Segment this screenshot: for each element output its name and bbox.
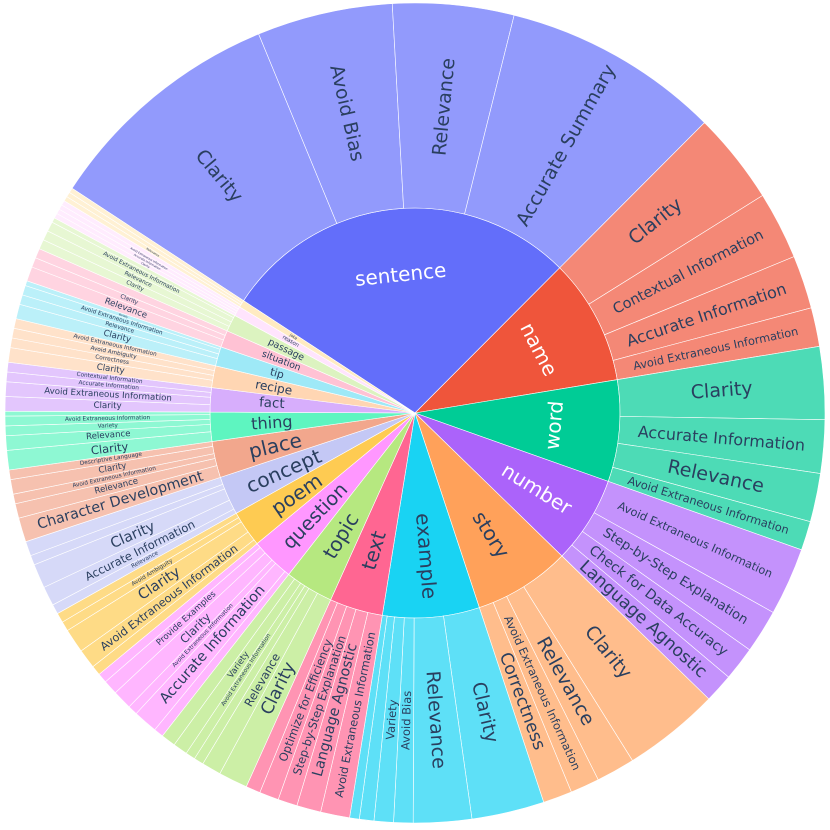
sunburst-sectors bbox=[4, 2, 826, 824]
sector-joke-item-2[interactable] bbox=[68, 187, 244, 304]
